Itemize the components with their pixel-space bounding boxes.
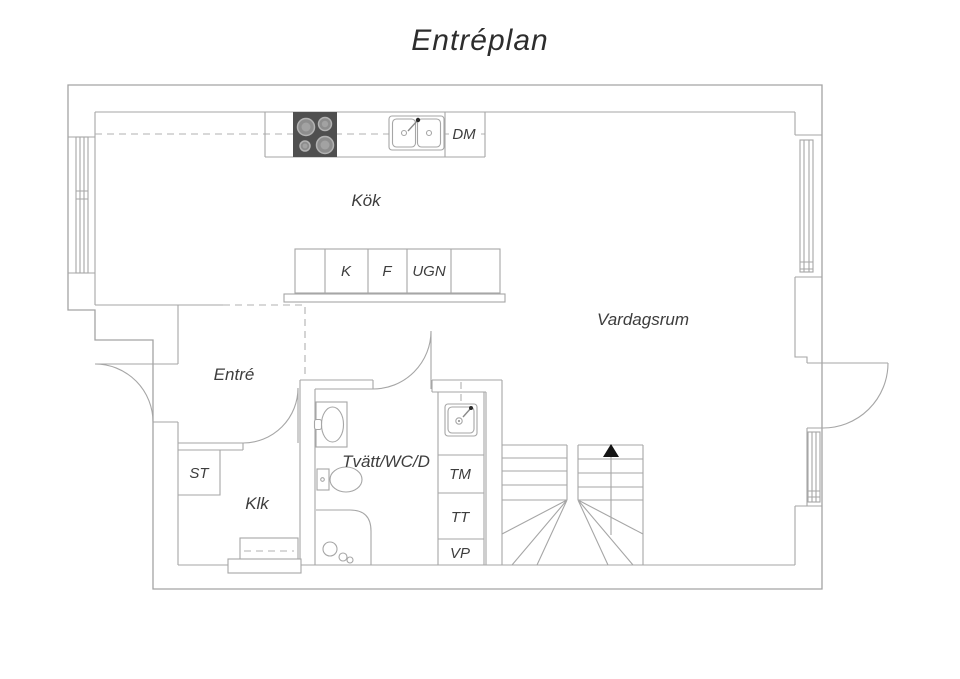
- staircase: [501, 444, 644, 566]
- appliance-column: TM TT VP: [437, 382, 485, 565]
- kitchen-island: K F UGN: [283, 248, 506, 303]
- exterior-walls: [67, 84, 823, 590]
- doors: [94, 330, 889, 444]
- tumble-dryer-label: TT: [451, 509, 471, 526]
- window-left: [75, 136, 89, 274]
- window-right-upper: [799, 139, 814, 273]
- fridge-label: K: [341, 263, 352, 280]
- plan-title: Entréplan: [411, 24, 549, 57]
- closet-furniture: ST: [178, 449, 302, 574]
- open-ceiling-dashed-line: [223, 304, 306, 377]
- room-label-closet: Klk: [245, 494, 270, 513]
- freezer-label: F: [382, 263, 392, 280]
- kitchen-sink-icon: [388, 115, 445, 151]
- entrance-door: [94, 363, 154, 423]
- laundry-fixtures: TM TT VP: [313, 382, 485, 565]
- dishwasher-label: DM: [452, 126, 476, 143]
- storage-cabinet: ST: [178, 449, 221, 496]
- heating-unit-label: VP: [450, 545, 470, 562]
- washing-machine-label: TM: [449, 466, 471, 483]
- stairs-up-arrow-icon: [603, 444, 619, 535]
- terrace-door: [821, 362, 889, 429]
- room-label-entrance: Entré: [214, 365, 255, 384]
- window-right-lower: [807, 431, 821, 503]
- bench-icon: [227, 537, 302, 574]
- storage-label: ST: [189, 465, 210, 482]
- oven-label: UGN: [412, 263, 446, 280]
- room-label-kitchen: Kök: [351, 191, 382, 210]
- closet-door: [242, 387, 299, 444]
- toilet-icon: [316, 466, 363, 493]
- kitchen-counter: DM: [95, 112, 486, 158]
- windows: [75, 136, 821, 503]
- stove-icon: [293, 112, 337, 157]
- room-label-living-room: Vardagsrum: [597, 310, 689, 329]
- washbasin-icon: [313, 401, 348, 448]
- utility-sink-icon: [444, 403, 478, 437]
- laundry-door: [372, 330, 432, 390]
- interior-walls: [68, 111, 822, 566]
- shower-icon: [316, 509, 372, 565]
- room-label-laundry: Tvätt/WC/D: [342, 452, 430, 471]
- room-labels: Kök Vardagsrum Entré Klk Tvätt/WC/D: [214, 191, 689, 513]
